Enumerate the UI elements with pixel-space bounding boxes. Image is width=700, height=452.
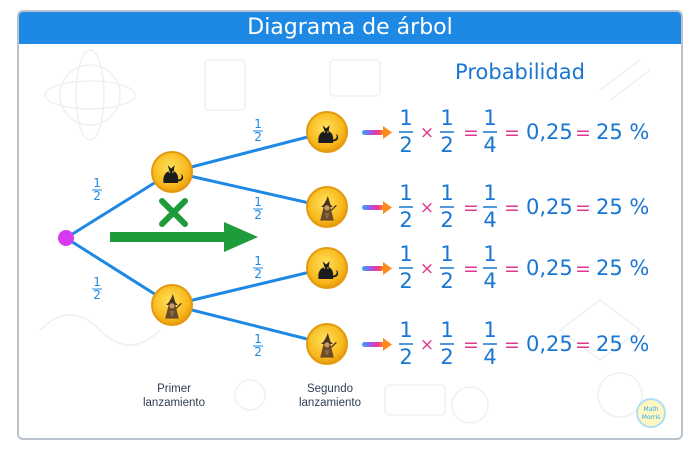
svg-text:1: 1 bbox=[440, 242, 453, 266]
svg-text:4: 4 bbox=[483, 345, 496, 369]
first-toss-label-line2: lanzamiento bbox=[143, 397, 205, 409]
cross-mark bbox=[159, 198, 188, 227]
svg-text:=: = bbox=[463, 122, 479, 144]
coin-witch-second-2 bbox=[306, 323, 348, 365]
equation-row: 1 2 × 1 2 = 1 4 = 0,25 = 25 % bbox=[362, 318, 649, 369]
svg-text:=: = bbox=[463, 334, 479, 356]
direction-arrow bbox=[110, 222, 258, 252]
page-title: Diagrama de árbol bbox=[19, 12, 681, 44]
branch-fraction: 1 2 bbox=[253, 332, 263, 359]
svg-text:2: 2 bbox=[440, 269, 453, 293]
svg-text:1: 1 bbox=[254, 117, 262, 131]
svg-text:=: = bbox=[575, 197, 591, 219]
svg-text:1: 1 bbox=[483, 181, 496, 205]
branch-fraction: 1 2 bbox=[253, 254, 263, 281]
probability-equations: 1 2 × 1 2 = 1 4 = 0,25 = 25 % 1 2 × 1 2 bbox=[362, 106, 649, 369]
branch-cat-to-witch bbox=[170, 170, 329, 209]
branch-cat-to-cat bbox=[170, 130, 329, 174]
svg-text:25 %: 25 % bbox=[596, 332, 649, 356]
svg-text:0,25: 0,25 bbox=[526, 332, 573, 356]
svg-text:2: 2 bbox=[399, 208, 412, 232]
svg-text:1: 1 bbox=[254, 254, 262, 268]
svg-text:1: 1 bbox=[93, 275, 101, 289]
branch-fraction: 1 2 bbox=[92, 275, 102, 302]
probability-heading: Probabilidad bbox=[455, 60, 585, 84]
branch-fraction: 1 2 bbox=[253, 117, 263, 144]
svg-text:1: 1 bbox=[440, 318, 453, 342]
svg-text:2: 2 bbox=[254, 267, 262, 281]
svg-text:2: 2 bbox=[440, 345, 453, 369]
diagram-card: Diagrama de árbol bbox=[17, 10, 683, 440]
branch-fraction: 1 2 bbox=[92, 176, 102, 203]
root-node bbox=[58, 230, 74, 246]
svg-text:1: 1 bbox=[399, 181, 412, 205]
svg-text:2: 2 bbox=[254, 130, 262, 144]
svg-text:2: 2 bbox=[254, 345, 262, 359]
branch-fraction: 1 2 bbox=[253, 195, 263, 222]
svg-text:×: × bbox=[420, 123, 434, 143]
svg-text:=: = bbox=[504, 197, 520, 219]
svg-text:=: = bbox=[575, 122, 591, 144]
branch-probabilities: 1 2 1 2 1 2 1 2 1 2 1 2 bbox=[92, 117, 263, 359]
svg-text:Math: Math bbox=[643, 406, 658, 413]
coin-cat-first bbox=[151, 151, 193, 193]
svg-text:×: × bbox=[420, 335, 434, 355]
svg-text:2: 2 bbox=[399, 269, 412, 293]
svg-text:=: = bbox=[504, 258, 520, 280]
svg-text:25 %: 25 % bbox=[596, 120, 649, 144]
svg-text:0,25: 0,25 bbox=[526, 120, 573, 144]
svg-text:=: = bbox=[463, 197, 479, 219]
svg-text:2: 2 bbox=[93, 288, 101, 302]
equation-row: 1 2 × 1 2 = 1 4 = 0,25 = 25 % bbox=[362, 106, 649, 157]
svg-text:×: × bbox=[420, 198, 434, 218]
equation-row: 1 2 × 1 2 = 1 4 = 0,25 = 25 % bbox=[362, 181, 649, 232]
svg-text:25 %: 25 % bbox=[596, 256, 649, 280]
svg-text:=: = bbox=[575, 334, 591, 356]
svg-text:1: 1 bbox=[254, 332, 262, 346]
svg-text:4: 4 bbox=[483, 208, 496, 232]
svg-text:1: 1 bbox=[93, 176, 101, 190]
coin-witch-second-1 bbox=[306, 186, 348, 228]
svg-text:0,25: 0,25 bbox=[526, 195, 573, 219]
svg-text:1: 1 bbox=[483, 106, 496, 130]
second-toss-label-line1: Segundo bbox=[307, 383, 353, 395]
svg-text:1: 1 bbox=[399, 318, 412, 342]
svg-text:2: 2 bbox=[440, 133, 453, 157]
svg-text:=: = bbox=[504, 122, 520, 144]
svg-text:=: = bbox=[463, 258, 479, 280]
second-toss-label-line2: lanzamiento bbox=[299, 397, 361, 409]
svg-text:1: 1 bbox=[254, 195, 262, 209]
svg-text:1: 1 bbox=[399, 242, 412, 266]
svg-text:1: 1 bbox=[483, 318, 496, 342]
svg-text:2: 2 bbox=[440, 208, 453, 232]
svg-text:2: 2 bbox=[399, 133, 412, 157]
svg-text:×: × bbox=[420, 259, 434, 279]
svg-text:2: 2 bbox=[93, 189, 101, 203]
svg-text:4: 4 bbox=[483, 133, 496, 157]
svg-text:=: = bbox=[575, 258, 591, 280]
svg-text:2: 2 bbox=[254, 208, 262, 222]
coin-cat-second-2 bbox=[306, 247, 348, 289]
svg-text:4: 4 bbox=[483, 269, 496, 293]
svg-text:1: 1 bbox=[440, 181, 453, 205]
svg-text:1: 1 bbox=[483, 242, 496, 266]
first-toss-label-line1: Primer bbox=[157, 383, 191, 395]
svg-text:25 %: 25 % bbox=[596, 195, 649, 219]
equation-row: 1 2 × 1 2 = 1 4 = 0,25 = 25 % bbox=[362, 242, 649, 293]
branch-witch-to-witch bbox=[170, 303, 329, 346]
coin-witch-first bbox=[151, 284, 193, 326]
svg-text:1: 1 bbox=[440, 106, 453, 130]
svg-text:1: 1 bbox=[399, 106, 412, 130]
coin-cat-second-1 bbox=[306, 111, 348, 153]
svg-text:=: = bbox=[504, 334, 520, 356]
background-doodles bbox=[39, 49, 651, 424]
svg-text:Morris: Morris bbox=[642, 414, 660, 421]
branch-witch-to-cat bbox=[170, 266, 329, 307]
svg-text:0,25: 0,25 bbox=[526, 256, 573, 280]
brand-logo: Math Morris bbox=[636, 398, 666, 428]
svg-text:2: 2 bbox=[399, 345, 412, 369]
